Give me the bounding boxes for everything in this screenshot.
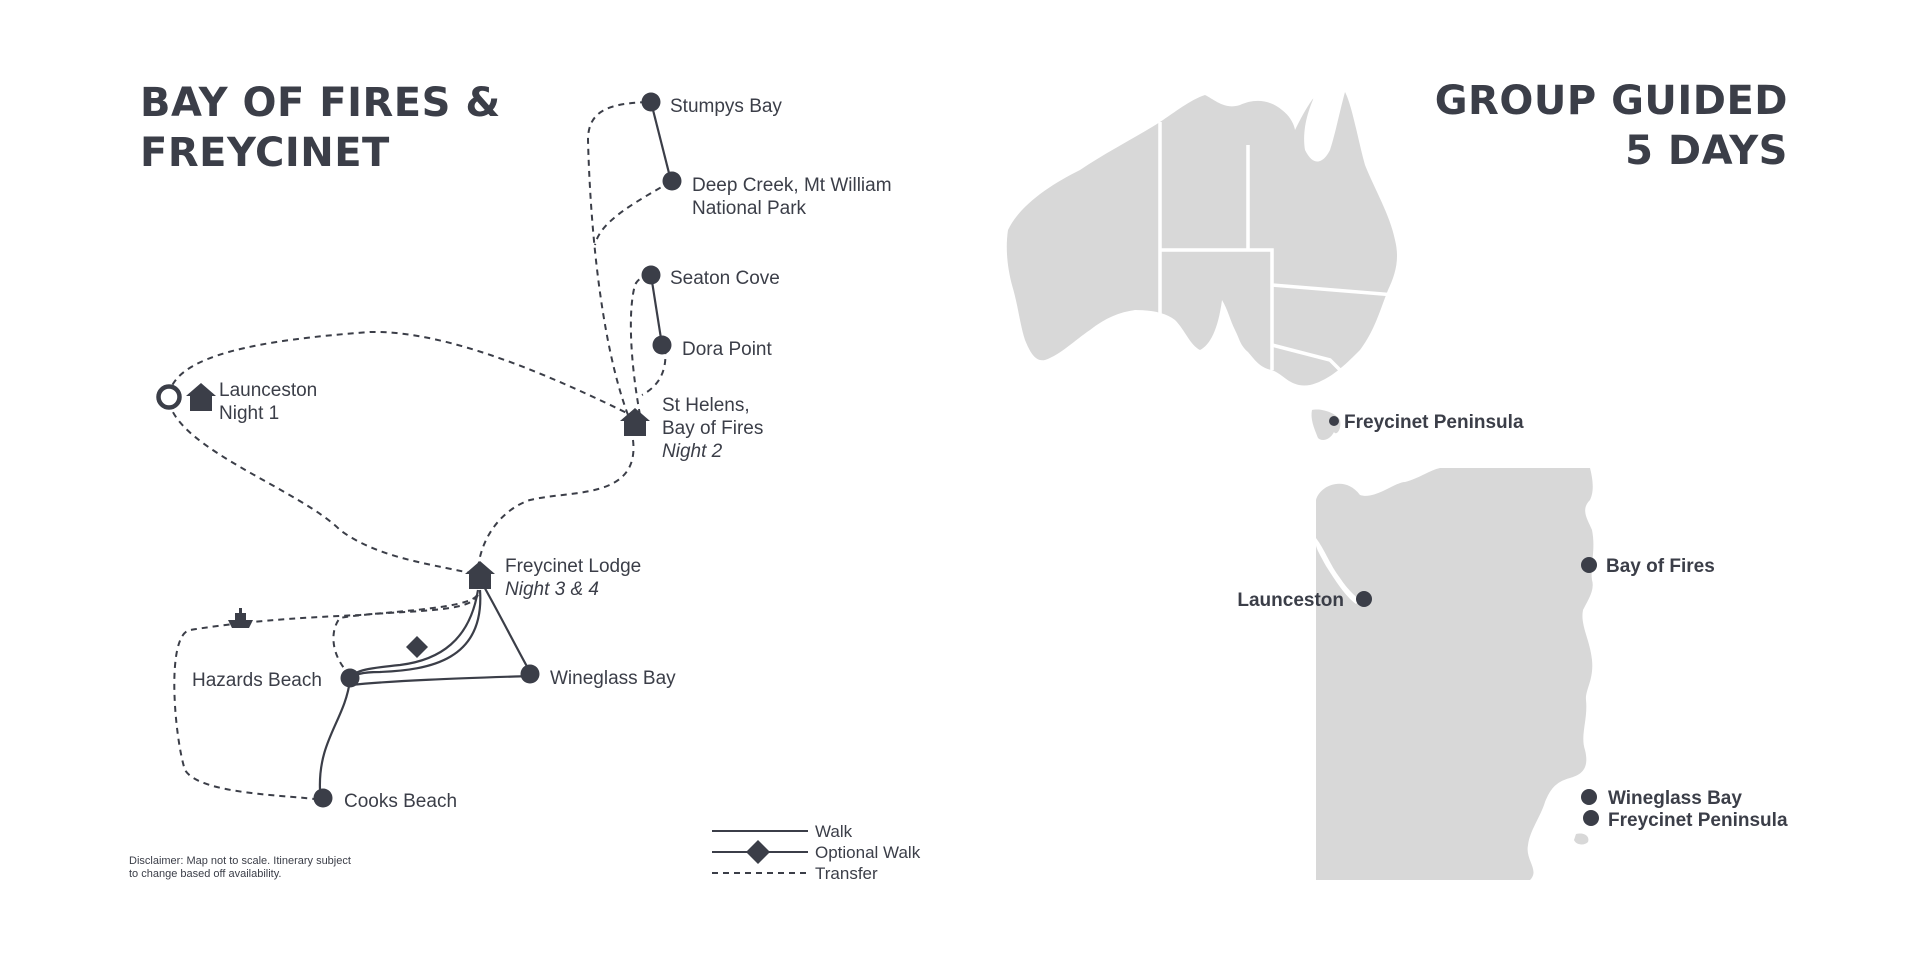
- legend-transfer-label: Transfer: [815, 864, 878, 883]
- house-icon: [186, 383, 216, 411]
- map-title-line1: BAY OF FIRES &: [140, 80, 501, 126]
- transfer-sthelens-stumpys: [586, 101, 651, 416]
- boat-icon: [228, 608, 253, 628]
- stop-cooks-beach: Cooks Beach: [313, 788, 457, 812]
- trip-type-title: GROUP GUIDED 5 DAYS: [1435, 76, 1788, 176]
- place-label: Launceston: [1237, 590, 1344, 611]
- trip-type-line1: GROUP GUIDED: [1434, 78, 1788, 124]
- trip-type-line2: 5 DAYS: [1625, 128, 1788, 174]
- transfer-freycinet-hazards: [332, 594, 478, 676]
- stop-label: Cooks Beach: [344, 791, 457, 812]
- transfer-launceston-sthelens: [168, 330, 636, 418]
- stop-label-line1: Deep Creek, Mt William: [692, 175, 892, 196]
- legend-optional-label: Optional Walk: [815, 843, 921, 862]
- location-dot: [1581, 789, 1597, 805]
- walk-stumpys-deepcreek: [649, 101, 673, 182]
- stop-marker: [340, 668, 360, 688]
- stop-marker: [313, 788, 333, 808]
- transfer-deepcreek-sthelens: [594, 181, 671, 246]
- location-dot: [1329, 416, 1339, 426]
- house-icon: [620, 408, 650, 436]
- stop-marker: [641, 92, 661, 112]
- stop-label: Freycinet Lodge: [505, 556, 641, 577]
- stop-deep-creek: Deep Creek, Mt William National Park: [662, 171, 892, 219]
- start-marker: [156, 384, 182, 410]
- stop-marker: [520, 664, 540, 684]
- stop-seaton-cove: Seaton Cove: [641, 265, 780, 289]
- legend-optional-walk: Optional Walk: [712, 840, 921, 864]
- map-title: BAY OF FIRES & FREYCINET: [140, 78, 501, 178]
- location-dot: [1583, 810, 1599, 826]
- walk-freycinet-wineglass: [481, 582, 531, 673]
- tasmania-point-wineglass-bay: Wineglass Bay: [1581, 788, 1742, 809]
- walk-hazards-wineglass: [349, 674, 531, 687]
- stop-label: Dora Point: [682, 339, 772, 360]
- stop-marker: [652, 335, 672, 355]
- route-walk-lines: [318, 101, 673, 799]
- diamond-icon: [746, 840, 770, 864]
- disclaimer: Disclaimer: Map not to scale. Itinerary …: [129, 855, 351, 880]
- stop-wineglass-bay: Wineglass Bay: [520, 664, 676, 689]
- stop-launceston: Launceston Night 1: [156, 380, 317, 424]
- transfer-dora-sthelens: [641, 347, 667, 396]
- stop-hazards-beach: Hazards Beach: [192, 668, 360, 691]
- legend-walk-label: Walk: [815, 822, 853, 841]
- house-icon: [465, 561, 495, 589]
- stop-label-line2: National Park: [692, 198, 807, 219]
- australia-map: Freycinet Peninsula: [1006, 92, 1524, 440]
- stop-freycinet-lodge: Freycinet Lodge Night 3 & 4: [465, 556, 641, 600]
- tasmania-point-freycinet: Freycinet Peninsula: [1583, 810, 1788, 831]
- stop-label: Stumpys Bay: [670, 96, 782, 117]
- walk-hazards-cooks: [318, 679, 352, 799]
- stop-night: Night 2: [662, 441, 723, 462]
- place-label: Bay of Fires: [1606, 556, 1715, 577]
- freycinet-island: [1574, 833, 1589, 845]
- location-dot: [1581, 557, 1597, 573]
- state-borders: [1158, 122, 1396, 377]
- stop-marker: [641, 265, 661, 285]
- transfer-boat-cooks: [173, 594, 479, 801]
- optional-walk-marker: [406, 636, 428, 658]
- stop-marker: [662, 171, 682, 191]
- disclaimer-line2: to change based off availability.: [129, 868, 281, 880]
- transfer-sthelens-freycinet: [477, 439, 635, 571]
- walk-freycinet-hazards-a: [349, 589, 480, 679]
- stop-stumpys-bay: Stumpys Bay: [641, 92, 782, 117]
- legend-transfer: Transfer: [712, 864, 878, 883]
- legend-walk: Walk: [712, 822, 853, 841]
- tasmania-zoom-landmass: [1316, 468, 1594, 880]
- walk-seaton-dora: [649, 274, 664, 346]
- transfer-sthelens-seaton: [629, 274, 651, 416]
- legend: Walk Optional Walk Transfer: [712, 822, 921, 883]
- stop-label: Launceston: [219, 380, 317, 401]
- stop-dora-point: Dora Point: [652, 335, 772, 360]
- tasmania-point-bay-of-fires: Bay of Fires: [1581, 556, 1715, 577]
- map-title-line2: FREYCINET: [140, 130, 390, 176]
- tasmania-map: Launceston Bay of Fires Wineglass Bay Fr…: [1237, 468, 1788, 880]
- tamar-river: [1316, 538, 1360, 604]
- tasmania-point-launceston: Launceston: [1237, 590, 1372, 611]
- australia-landmass: [1006, 92, 1398, 386]
- stop-st-helens: St Helens, Bay of Fires Night 2: [620, 395, 763, 462]
- australia-map-label: Freycinet Peninsula: [1344, 412, 1524, 433]
- stop-label: Hazards Beach: [192, 670, 322, 691]
- location-dot: [1356, 591, 1372, 607]
- route-transfer-lines: [168, 101, 671, 801]
- stop-night: Night 3 & 4: [505, 579, 599, 600]
- place-label: Freycinet Peninsula: [1608, 810, 1788, 831]
- place-label: Wineglass Bay: [1608, 788, 1742, 809]
- stop-label: Seaton Cove: [670, 268, 780, 289]
- stop-label-line2: Bay of Fires: [662, 418, 763, 439]
- stop-label-line1: St Helens,: [662, 395, 750, 416]
- stop-label: Wineglass Bay: [550, 668, 676, 689]
- stop-night: Night 1: [219, 403, 279, 424]
- transfer-launceston-freycinet: [168, 401, 479, 576]
- disclaimer-line1: Disclaimer: Map not to scale. Itinerary …: [129, 855, 351, 867]
